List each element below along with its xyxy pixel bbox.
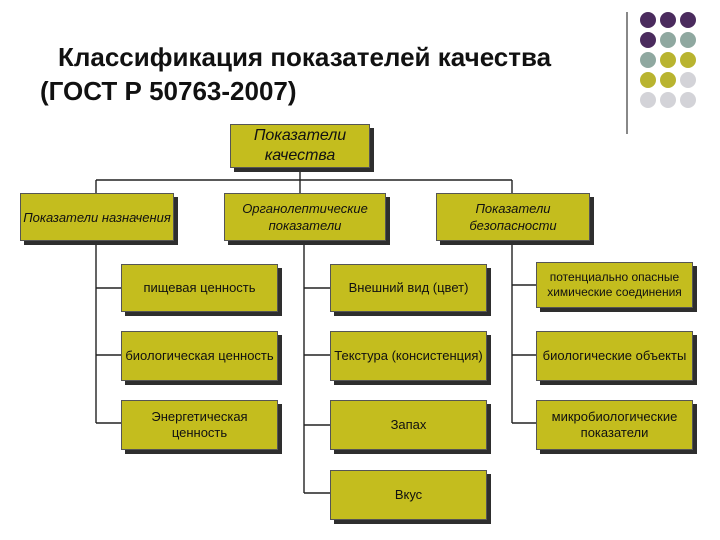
item-hazardous-chemicals: потенциально опасные химические соединен… [536,262,693,308]
decorative-dot [680,72,696,88]
decorative-dot [680,92,696,108]
title-line-1: Классификация показателей качества [58,42,552,72]
decorative-dots [640,12,696,108]
item-biological-objects: биологические объекты [536,331,693,381]
decorative-dot [660,72,676,88]
decorative-dot [640,72,656,88]
decorative-dot [660,92,676,108]
decorative-dot [640,12,656,28]
item-biological-value: биологическая ценность [121,331,278,381]
root-label: Показатели качества [253,127,347,164]
group-header-organoleptic: Органолептические показатели [224,193,386,241]
item-smell: Запах [330,400,487,450]
item-microbiological: микробиологические показатели [536,400,693,450]
decorative-dot [660,32,676,48]
decorative-dot [660,12,676,28]
item-taste: Вкус [330,470,487,520]
group-header-purpose: Показатели назначения [20,193,174,241]
decorative-dot [640,52,656,68]
decorative-dot [640,32,656,48]
item-nutritional-value: пищевая ценность [121,264,278,312]
decorative-dot [660,52,676,68]
decorative-dot [640,92,656,108]
decorative-divider [626,12,628,134]
item-texture: Текстура (консистенция) [330,331,487,381]
item-appearance: Внешний вид (цвет) [330,264,487,312]
root-node: Показатели качества [230,124,370,168]
decorative-dot [680,12,696,28]
decorative-dot [680,52,696,68]
title-line-2: (ГОСТ Р 50763-2007) [40,76,297,106]
slide-title: Классификация показателей качества (ГОСТ… [40,40,600,108]
group-header-safety: Показатели безопасности [436,193,590,241]
item-energy-value: Энергетическая ценность [121,400,278,450]
decorative-dot [680,32,696,48]
